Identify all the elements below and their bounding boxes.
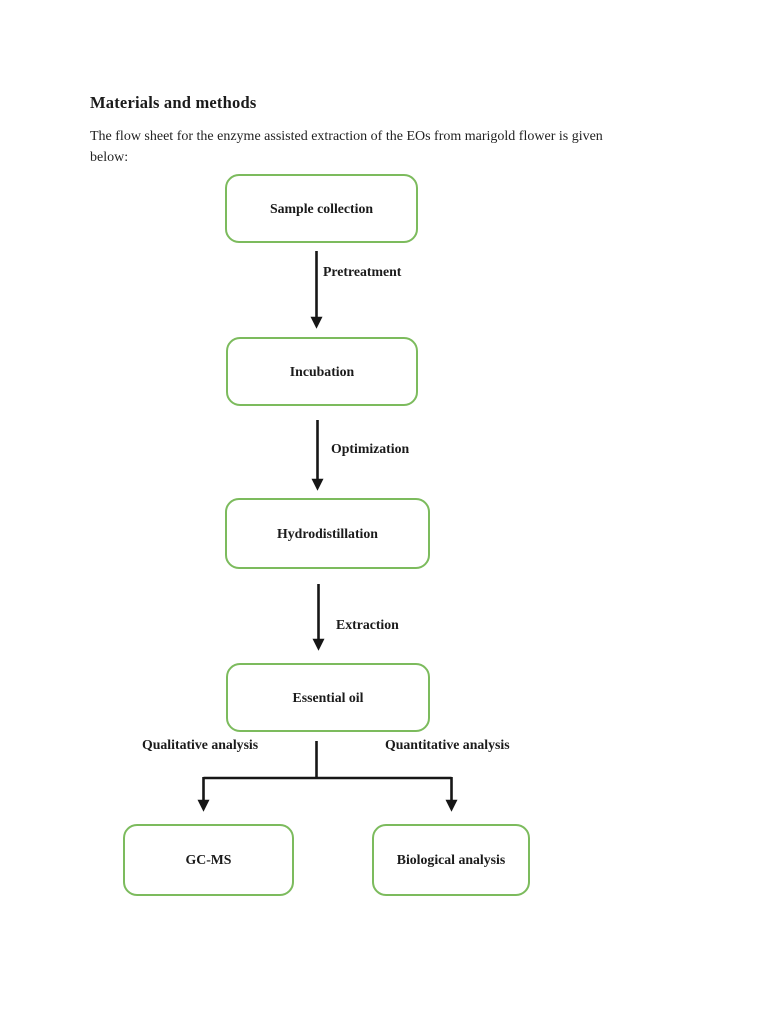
- node-incubation-label: Incubation: [289, 363, 355, 379]
- section-title: Materials and methods: [90, 93, 257, 112]
- node-biological-analysis-label: Biological analysis: [396, 852, 506, 867]
- node-sample-collection: Sample collection: [225, 174, 418, 243]
- edge-label-quantitative-analysis: Quantitative analysis: [385, 737, 510, 752]
- edge-label-pretreatment: Pretreatment: [323, 264, 402, 279]
- node-incubation: Incubation: [226, 337, 418, 406]
- intro-line-1: The flow sheet for the enzyme assisted e…: [90, 129, 603, 144]
- node-hydrodistillation: Hydrodistillation: [225, 498, 430, 569]
- node-essential-oil: Essential oil: [226, 663, 430, 732]
- intro-line-2: below:: [90, 150, 129, 165]
- node-biological-analysis: Biological analysis: [372, 824, 530, 896]
- intro-paragraph: The flow sheet for the enzyme assisted e…: [90, 126, 665, 168]
- node-hydrodistillation-label: Hydrodistillation: [277, 525, 378, 541]
- edge-label-extraction: Extraction: [336, 617, 399, 632]
- node-sample-collection-label: Sample collection: [269, 200, 374, 216]
- edge-label-qualitative-analysis: Qualitative analysis: [142, 737, 259, 752]
- node-gc-ms-label: GC-MS: [185, 852, 232, 867]
- edge-label-optimization: Optimization: [331, 441, 410, 456]
- node-gc-ms: GC-MS: [123, 824, 294, 896]
- node-essential-oil-label: Essential oil: [292, 689, 364, 705]
